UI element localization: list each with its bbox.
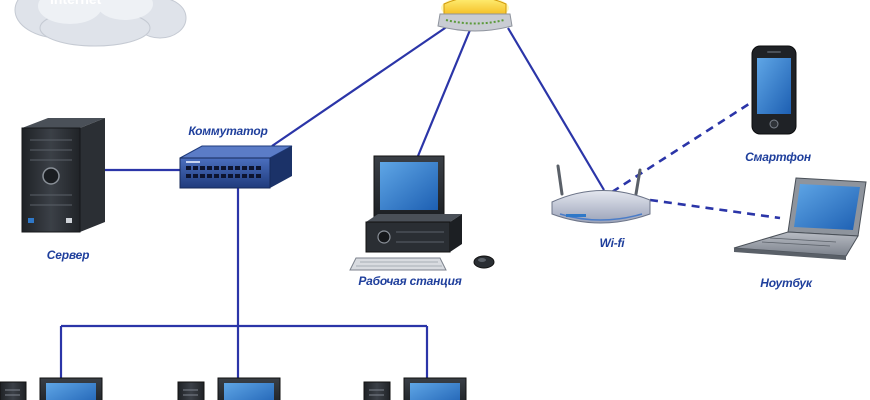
router-icon <box>437 0 513 32</box>
cloud-label: Internet <box>50 0 102 7</box>
pc-bottom-1 <box>0 377 103 400</box>
pc-bottom-2 <box>177 377 281 400</box>
link-switch-router <box>271 25 449 147</box>
wifi-router-icon <box>551 164 651 224</box>
laptop-icon <box>733 177 867 260</box>
server-icon <box>21 118 105 233</box>
switch-label: Коммутатор <box>188 124 268 138</box>
server-label: Сервер <box>46 248 90 262</box>
pc-bottom-3 <box>363 377 467 400</box>
workstation-icon <box>349 155 495 271</box>
switch-icon <box>179 145 293 189</box>
wifi-label: Wi-fi <box>599 236 625 250</box>
laptop-label: Ноутбук <box>760 276 812 290</box>
smartphone-icon <box>751 45 797 135</box>
links <box>59 25 781 382</box>
link-router-wifi <box>507 27 605 191</box>
link-wifi-smartphone <box>611 100 753 194</box>
workstation-label: Рабочая станция <box>358 274 462 288</box>
link-router-workstation <box>416 29 472 157</box>
link-wifi-laptop <box>649 198 781 220</box>
smartphone-label: Смартфон <box>745 150 811 164</box>
internet-cloud: Internet <box>14 0 187 47</box>
